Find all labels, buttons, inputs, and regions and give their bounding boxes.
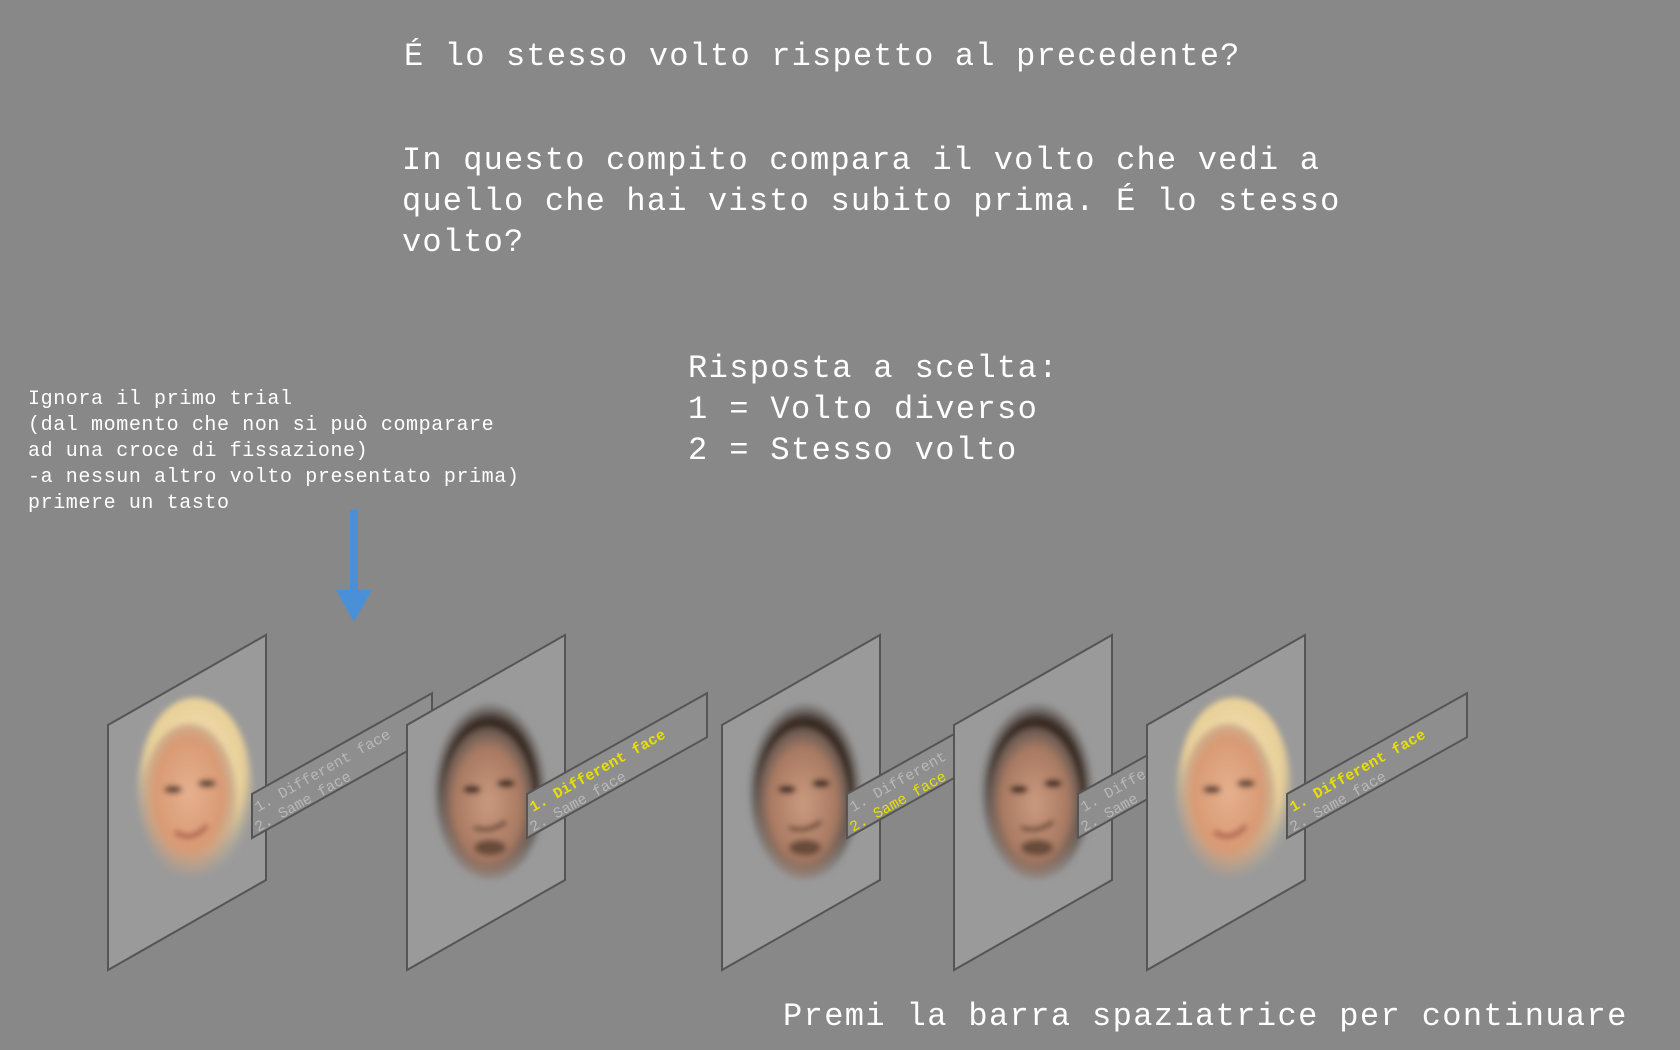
dark-haired-man-face-icon <box>981 703 1093 880</box>
blonde-woman-face-icon <box>1176 697 1292 882</box>
task-description: In questo compito compara il volto che v… <box>402 142 1341 261</box>
choice-option-2: 2 = Stesso volto <box>688 432 1018 469</box>
response-choices: Risposta a scelta: 1 = Volto diverso 2 =… <box>688 348 1059 471</box>
panel-option-1: 1. Different face <box>252 727 394 817</box>
panel-option-1: 1. Different face <box>1287 727 1429 817</box>
continue-prompt: Premi la barra spaziatrice per continuar… <box>783 998 1628 1035</box>
dark-haired-man-face-icon <box>749 703 861 880</box>
page-title: É lo stesso volto rispetto al precedente… <box>404 38 1241 75</box>
down-arrow-icon <box>336 510 372 622</box>
note-line: primere un tasto <box>28 492 230 515</box>
note-line: (dal momento che non si può comparare <box>28 414 495 437</box>
dark-haired-man-face-icon <box>434 703 546 880</box>
note-line: ad una croce di fissazione) <box>28 440 369 463</box>
blonde-woman-face-icon <box>137 697 253 882</box>
choices-heading: Risposta a scelta: <box>688 350 1059 387</box>
first-trial-note: Ignora il primo trial (dal momento che no… <box>28 387 519 517</box>
note-line: -a nessun altro volto presentato prima) <box>28 466 520 489</box>
note-line: Ignora il primo trial <box>28 388 293 411</box>
choice-option-1: 1 = Volto diverso <box>688 391 1039 428</box>
